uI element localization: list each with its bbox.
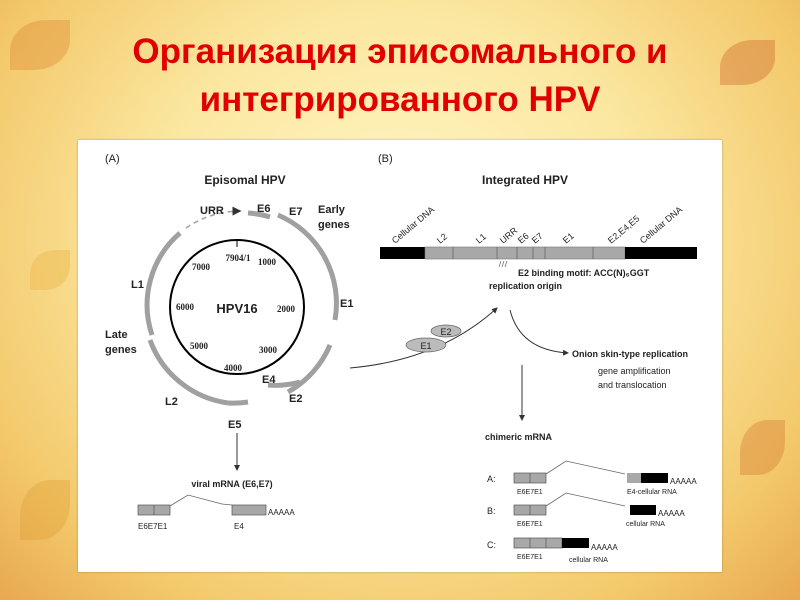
gene-amplification-text: gene amplification (598, 366, 671, 376)
arc-l1 (144, 231, 182, 336)
e2-binding-motif: E2 binding motif: ACC(N)₆GGT (518, 268, 650, 278)
label-e6: E6 (257, 203, 270, 215)
late-genes-2: genes (105, 344, 137, 356)
pos-4000: 4000 (224, 363, 243, 373)
arc-e2 (286, 343, 333, 395)
hpv-figure (78, 140, 722, 572)
replication-origin: replication origin (489, 281, 562, 291)
pos-5000: 5000 (190, 341, 209, 351)
late-genes-1: Late (105, 329, 128, 341)
arc-e4 (267, 379, 301, 388)
label-e1: E1 (340, 298, 353, 310)
viral-mrna (137, 494, 267, 516)
urr-dashed-arc (185, 206, 242, 229)
chimeric-c-polya: AAAAA (591, 543, 618, 552)
chimeric-a-left: E6E7E1 (517, 489, 543, 496)
chimeric-b-label: B: (487, 506, 496, 516)
arc-e7-e1 (277, 212, 339, 321)
e1-protein (405, 337, 447, 353)
chimeric-c-right: cellular RNA (569, 557, 608, 564)
hpv16-label: HPV16 (216, 301, 257, 316)
slide-title: Организация эписомального и интегрирован… (0, 28, 800, 124)
e2-protein (430, 324, 462, 338)
seg-l1: L1 (474, 231, 488, 245)
pos-7904: 7904/1 (225, 253, 251, 263)
e1-protein-label: E1 (420, 341, 431, 351)
chimeric-b-left: E6E7E1 (517, 521, 543, 528)
seg-l2: L2 (435, 231, 449, 245)
pos-2000: 2000 (277, 304, 296, 314)
seg-cellular-dna-right: Cellular DNA (638, 204, 684, 245)
integrated-genome-bar (380, 246, 697, 268)
chimeric-mrna-a (513, 460, 668, 484)
e2-protein-label: E2 (440, 327, 451, 337)
viral-mrna-left: E6E7E1 (138, 522, 168, 531)
seg-urr: URR (498, 225, 520, 246)
chimeric-a-right: E4-cellular RNA (627, 489, 677, 496)
panel-b-label: (B) (378, 153, 393, 165)
arc-l2 (147, 339, 229, 406)
chimeric-mrna-c (513, 537, 589, 549)
label-e7: E7 (289, 206, 302, 218)
label-l2: L2 (165, 396, 178, 408)
title-line-1: Организация эписомального и (132, 32, 668, 71)
early-genes-2: genes (318, 219, 350, 231)
panel-a-label: (A) (105, 153, 120, 165)
seg-e1: E1 (561, 231, 576, 246)
pos-7000: 7000 (192, 262, 211, 272)
early-genes-1: Early (318, 204, 346, 216)
pos-6000: 6000 (176, 302, 195, 312)
chimeric-c-label: C: (487, 540, 496, 550)
viral-mrna-title: viral mRNA (E6,E7) (191, 479, 272, 489)
chimeric-a-polya: AAAAA (670, 477, 697, 486)
pos-3000: 3000 (259, 345, 278, 355)
seg-e2-e4-e5: E2,E4,E5 (606, 213, 642, 245)
viral-polya: AAAAA (268, 508, 295, 517)
label-urr: URR (200, 205, 224, 217)
replication-arrow (509, 309, 569, 356)
pos-1000: 1000 (258, 257, 277, 267)
episomal-title: Episomal HPV (204, 173, 285, 187)
seg-e7: E7 (530, 231, 545, 246)
title-line-2: интегрированного HPV (199, 80, 601, 119)
label-e5: E5 (228, 419, 241, 431)
translocation-text: and translocation (598, 380, 667, 390)
integrated-title: Integrated HPV (482, 173, 568, 187)
chimeric-mrna-b (513, 492, 656, 516)
label-l1: L1 (131, 279, 144, 291)
chimeric-title: chimeric mRNA (485, 432, 553, 442)
label-e4: E4 (262, 374, 276, 386)
chimeric-b-right: cellular RNA (626, 521, 665, 528)
seg-cellular-dna-left: Cellular DNA (390, 204, 436, 245)
arc-e5 (227, 399, 249, 406)
chimeric-c-left: E6E7E1 (517, 554, 543, 561)
viral-mrna-right: E4 (234, 522, 244, 531)
chimeric-a-label: A: (487, 474, 496, 484)
gene-arcs (144, 210, 339, 406)
chimeric-b-polya: AAAAA (658, 509, 685, 518)
label-e2: E2 (289, 393, 302, 405)
arc-e6 (247, 210, 271, 220)
onion-skin-text: Onion skin-type replication (572, 349, 688, 359)
